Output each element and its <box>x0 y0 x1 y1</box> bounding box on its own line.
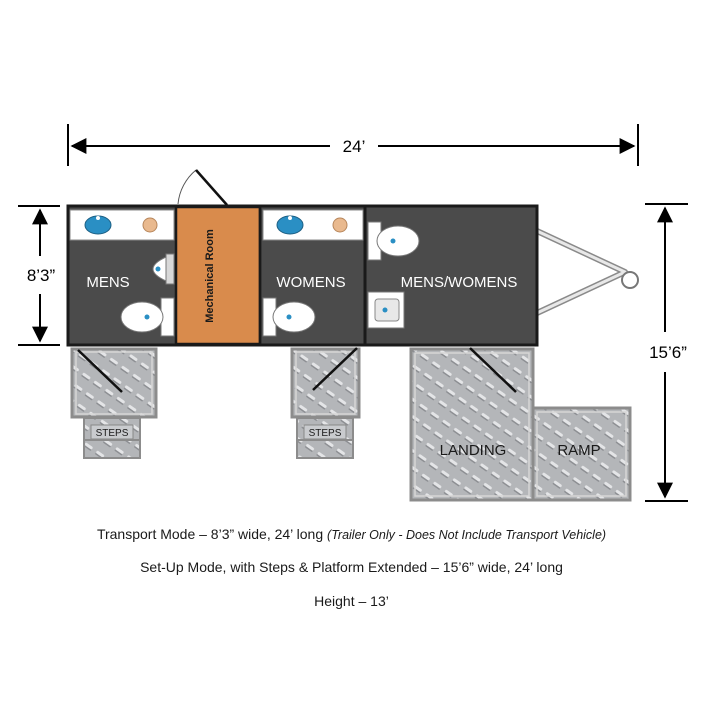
mechanical-door-swing <box>177 169 228 206</box>
soap-icon <box>332 217 348 233</box>
steps-platform-left: STEPS <box>70 347 158 459</box>
steps-label-left: STEPS <box>96 428 129 439</box>
length-label: 24’ <box>343 137 366 156</box>
landing-label: LANDING <box>440 442 507 459</box>
door-swing-line <box>312 347 358 391</box>
step <box>83 439 141 459</box>
setup-width-dimension: 15’6” <box>645 203 688 502</box>
trailer-hitch <box>535 228 639 316</box>
unisex-toilet-icon <box>367 221 420 261</box>
landing-platform: LANDING <box>409 347 535 502</box>
mens-vanity <box>69 209 175 241</box>
room-label-womens: WOMENS <box>276 274 345 291</box>
room-label-mechanical: Mechanical Room <box>204 229 216 323</box>
womens-vanity <box>262 209 364 241</box>
transport-width-label: 8’3” <box>27 266 56 285</box>
drain-icon <box>288 216 292 220</box>
unisex-sink-icon <box>367 291 405 329</box>
setup-caption: Set-Up Mode, with Steps & Platform Exten… <box>140 559 563 575</box>
womens-toilet-icon <box>262 297 316 337</box>
mens-urinal-icon <box>152 253 175 285</box>
door-swing-line <box>77 349 123 393</box>
mens-toilet-icon <box>120 297 175 337</box>
ramp-platform: RAMP <box>531 406 632 502</box>
transport-caption-note: (Trailer Only - Does Not Include Transpo… <box>327 528 607 542</box>
room-label-mens: MENS <box>86 274 129 291</box>
transport-width-dimension: 8’3” <box>18 205 60 346</box>
room-label-mens-womens: MENS/WOMENS <box>401 274 518 291</box>
soap-icon <box>142 217 158 233</box>
setup-width-label: 15’6” <box>649 343 687 362</box>
length-dimension: 24’ <box>67 124 639 166</box>
door-swing-line <box>469 347 517 393</box>
height-caption: Height – 13’ <box>314 593 389 609</box>
steps-platform-right: STEPS <box>290 347 361 459</box>
ramp-label: RAMP <box>557 442 600 459</box>
transport-caption-main: Transport Mode – 8’3” wide, 24’ long <box>96 526 328 542</box>
mechanical-room <box>174 205 262 346</box>
step <box>296 439 354 459</box>
drain-icon <box>96 216 100 220</box>
steps-label-right: STEPS <box>309 428 342 439</box>
transport-caption: Transport Mode – 8’3” wide, 24’ long (Tr… <box>0 526 703 542</box>
